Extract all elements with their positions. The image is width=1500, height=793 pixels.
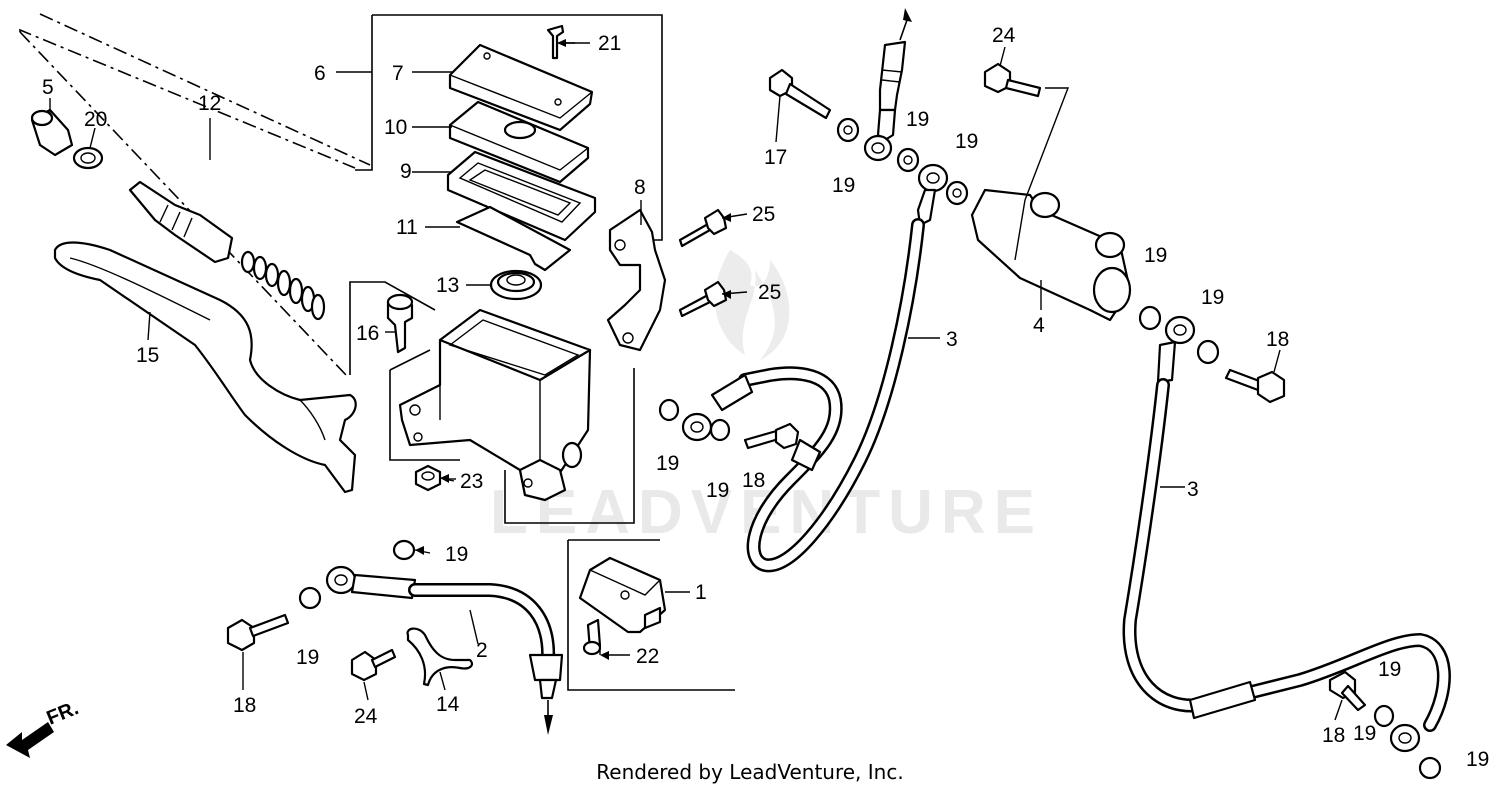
callout-25-a: 25 bbox=[752, 203, 775, 226]
callout-19-k: 19 bbox=[1353, 722, 1376, 745]
callout-2: 2 bbox=[476, 639, 488, 662]
callout-19-l: 19 bbox=[1466, 748, 1489, 771]
callout-19-f: 19 bbox=[656, 452, 679, 475]
callout-3-right: 3 bbox=[1187, 478, 1199, 501]
callout-9: 9 bbox=[400, 160, 412, 183]
callout-16: 16 bbox=[356, 322, 379, 345]
callout-19-h: 19 bbox=[445, 543, 468, 566]
callout-numbers: 1 2 3 3 4 5 6 7 8 9 10 11 12 13 14 15 16… bbox=[42, 24, 1489, 771]
brake-hose-center bbox=[658, 218, 925, 573]
callout-14: 14 bbox=[436, 693, 460, 716]
callout-19-i: 19 bbox=[296, 646, 319, 669]
callout-22: 22 bbox=[636, 645, 659, 668]
callout-4: 4 bbox=[1033, 314, 1045, 337]
front-label: FR. bbox=[44, 697, 82, 729]
callout-19-e: 19 bbox=[1201, 286, 1224, 309]
callout-3-center: 3 bbox=[946, 328, 958, 351]
callout-12: 12 bbox=[198, 92, 221, 115]
front-arrow-icon bbox=[6, 722, 54, 758]
brake-lever bbox=[53, 241, 357, 494]
callout-18-lower: 18 bbox=[233, 694, 256, 717]
bolts-25 bbox=[678, 208, 728, 318]
master-cylinder-body bbox=[386, 293, 592, 502]
callout-17: 17 bbox=[764, 146, 787, 169]
callout-10: 10 bbox=[384, 116, 407, 139]
callout-11: 11 bbox=[396, 216, 418, 239]
brake-hose-right bbox=[1122, 315, 1451, 780]
direction-arrows bbox=[544, 8, 912, 735]
callout-19-j: 19 bbox=[1378, 658, 1401, 681]
brake-switch bbox=[578, 556, 667, 656]
footer-credit: Rendered by LeadVenture, Inc. bbox=[596, 760, 904, 784]
callout-18-center: 18 bbox=[742, 469, 765, 492]
callout-25-b: 25 bbox=[758, 281, 781, 304]
front-direction-indicator: FR. bbox=[6, 697, 82, 758]
brake-hose-lower bbox=[226, 539, 564, 700]
piston-kit bbox=[30, 108, 326, 321]
callout-24-lower: 24 bbox=[354, 705, 378, 728]
callout-23: 23 bbox=[460, 470, 483, 493]
callout-19-b: 19 bbox=[906, 108, 929, 131]
callout-8: 8 bbox=[634, 176, 646, 199]
callout-19-g: 19 bbox=[706, 479, 729, 502]
callout-18-bottom-right: 18 bbox=[1322, 724, 1345, 747]
holder bbox=[606, 208, 667, 352]
group-frames bbox=[19, 13, 735, 691]
callout-20: 20 bbox=[84, 108, 107, 131]
callout-6: 6 bbox=[314, 62, 326, 85]
reservoir-cover-stack bbox=[446, 24, 597, 301]
callout-19-a: 19 bbox=[832, 174, 855, 197]
callout-13: 13 bbox=[436, 274, 459, 297]
callout-18-right: 18 bbox=[1266, 328, 1289, 351]
callout-1: 1 bbox=[695, 581, 707, 604]
callout-19-c: 19 bbox=[955, 130, 978, 153]
callout-5: 5 bbox=[42, 76, 54, 99]
callout-19-d: 19 bbox=[1144, 244, 1167, 267]
spring bbox=[240, 250, 326, 321]
three-way-joint bbox=[970, 62, 1286, 404]
callout-24-top: 24 bbox=[992, 24, 1016, 47]
callout-21: 21 bbox=[598, 32, 621, 55]
leader-lines bbox=[49, 42, 1343, 721]
callout-7: 7 bbox=[392, 62, 404, 85]
callout-15: 15 bbox=[136, 344, 159, 367]
upper-fittings bbox=[768, 40, 969, 227]
